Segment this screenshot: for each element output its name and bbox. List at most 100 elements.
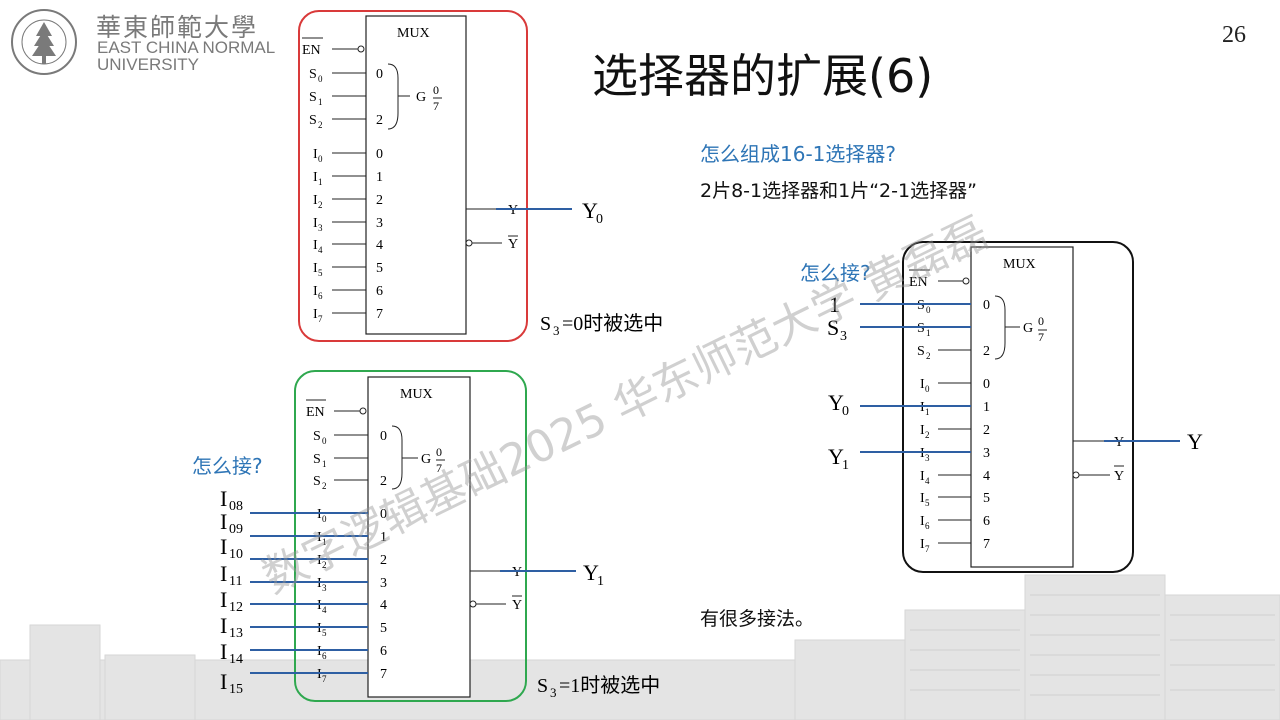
svg-text:S: S — [313, 429, 321, 444]
svg-text:2: 2 — [318, 120, 323, 130]
logo-chinese-name: 華東師範大學 — [96, 13, 259, 42]
svg-text:7: 7 — [318, 314, 323, 324]
svg-text:I: I — [220, 587, 227, 612]
note-many-methods: 有很多接法。 — [700, 608, 815, 630]
svg-text:EN: EN — [909, 275, 928, 290]
svg-text:6: 6 — [380, 644, 387, 659]
svg-text:7: 7 — [983, 537, 990, 552]
svg-text:12: 12 — [229, 600, 243, 615]
svg-text:2: 2 — [380, 553, 387, 568]
svg-text:Y: Y — [508, 237, 518, 252]
svg-text:3: 3 — [983, 446, 990, 461]
svg-text:0: 0 — [926, 305, 931, 315]
svg-text:I: I — [920, 377, 925, 392]
s1-input-label: S — [827, 315, 839, 340]
svg-text:1: 1 — [322, 459, 327, 469]
svg-text:0: 0 — [842, 404, 849, 419]
svg-text:3: 3 — [318, 223, 323, 233]
svg-text:I: I — [220, 509, 227, 534]
svg-text:3: 3 — [380, 576, 387, 591]
svg-text:I: I — [313, 193, 318, 208]
top-condition: S — [540, 313, 551, 335]
svg-text:0: 0 — [436, 445, 442, 459]
svg-text:4: 4 — [318, 245, 323, 255]
svg-text:3: 3 — [840, 329, 847, 344]
question-connect-left: 怎么接? — [192, 454, 263, 478]
svg-text:S: S — [313, 474, 321, 489]
svg-text:08: 08 — [229, 499, 243, 514]
svg-text:S: S — [917, 298, 925, 313]
svg-text:I: I — [313, 307, 318, 322]
svg-text:I: I — [313, 170, 318, 185]
svg-text:0: 0 — [596, 212, 603, 227]
svg-text:I: I — [317, 598, 322, 613]
svg-text:S: S — [313, 452, 321, 467]
svg-text:Y: Y — [512, 598, 522, 613]
svg-text:1: 1 — [842, 458, 849, 473]
svg-text:3: 3 — [376, 216, 383, 231]
svg-text:1: 1 — [322, 537, 327, 547]
y-output-label: Y — [1187, 429, 1203, 454]
answer-main: 2片8-1选择器和1片“2-1选择器” — [700, 180, 977, 202]
svg-text:13: 13 — [229, 626, 243, 641]
svg-text:S: S — [917, 321, 925, 336]
svg-text:I: I — [317, 553, 322, 568]
svg-text:I: I — [920, 491, 925, 506]
svg-text:1: 1 — [925, 407, 930, 417]
svg-text:0: 0 — [983, 298, 990, 313]
svg-text:I: I — [317, 530, 322, 545]
svg-text:0: 0 — [433, 83, 439, 97]
svg-text:15: 15 — [229, 682, 243, 697]
svg-text:0: 0 — [380, 507, 387, 522]
i3-input-label: Y — [828, 444, 844, 469]
svg-text:0: 0 — [318, 154, 323, 164]
svg-text:3: 3 — [550, 685, 557, 700]
svg-text:I: I — [220, 639, 227, 664]
svg-text:I: I — [920, 469, 925, 484]
svg-text:3: 3 — [925, 453, 930, 463]
svg-text:7: 7 — [322, 674, 327, 684]
logo-english-line1: EAST CHINA NORMAL — [97, 38, 276, 57]
svg-text:2: 2 — [380, 474, 387, 489]
svg-text:Y: Y — [1114, 469, 1124, 484]
svg-text:Y: Y — [508, 203, 518, 218]
svg-text:2: 2 — [925, 430, 930, 440]
svg-text:I: I — [920, 514, 925, 529]
svg-text:I: I — [313, 261, 318, 276]
svg-text:0: 0 — [322, 436, 327, 446]
bottom-condition: S — [537, 675, 548, 697]
svg-text:0: 0 — [318, 74, 323, 84]
svg-text:I: I — [920, 400, 925, 415]
i1-input-label: Y — [828, 390, 844, 415]
svg-text:6: 6 — [983, 514, 990, 529]
logo-english-line2: UNIVERSITY — [97, 55, 200, 74]
svg-text:7: 7 — [433, 99, 439, 113]
slide-title: 选择器的扩展(6) — [592, 49, 934, 103]
svg-text:2: 2 — [322, 481, 327, 491]
svg-text:G: G — [416, 90, 426, 105]
svg-text:EN: EN — [302, 43, 321, 58]
svg-text:I: I — [920, 537, 925, 552]
svg-text:2: 2 — [376, 193, 383, 208]
svg-text:1: 1 — [983, 400, 990, 415]
svg-text:1: 1 — [926, 328, 931, 338]
svg-text:0: 0 — [983, 377, 990, 392]
svg-text:I: I — [313, 147, 318, 162]
svg-text:S: S — [309, 113, 317, 128]
svg-text:1: 1 — [597, 574, 604, 589]
svg-text:=0时被选中: =0时被选中 — [562, 312, 663, 335]
svg-text:I: I — [317, 507, 322, 522]
svg-text:09: 09 — [229, 522, 243, 537]
svg-text:0: 0 — [376, 67, 383, 82]
svg-text:1: 1 — [376, 170, 383, 185]
svg-text:10: 10 — [229, 547, 243, 562]
svg-text:G: G — [1023, 321, 1033, 336]
svg-text:4: 4 — [983, 469, 990, 484]
svg-text:1: 1 — [380, 530, 387, 545]
svg-text:I: I — [313, 216, 318, 231]
svg-text:MUX: MUX — [400, 387, 433, 402]
